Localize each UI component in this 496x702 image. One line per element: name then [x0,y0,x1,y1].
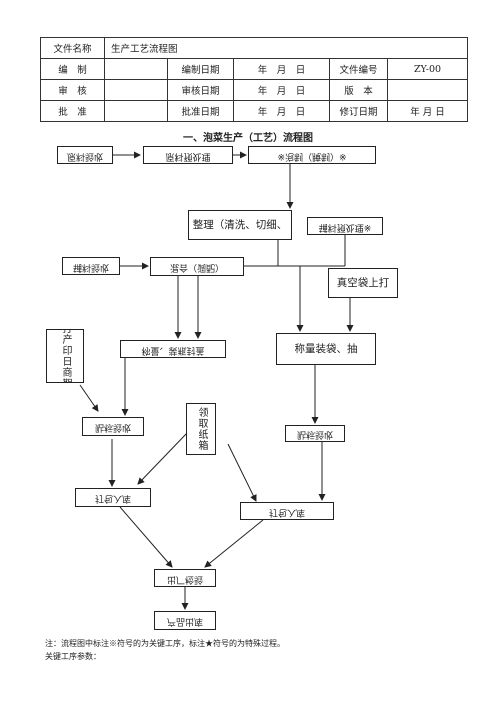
box-label-right: 贴标验收 [285,425,345,442]
box-pack-right: 打包入库 [240,502,334,520]
approver-label: 批 准 [40,100,105,122]
document-header-table: 文件名称 生产工艺流程图 编 制 编制日期 年 月 日 文件编号 ZY-00 审… [40,37,469,122]
arrow-print-to-label-left [79,384,99,412]
box-weigh-bag: 称量装袋、抽 [276,333,376,365]
box-vacuum-bag: 真空袋上打 [328,268,398,298]
box-print-date: 生打产印日商期标 [46,329,84,383]
arrow-pack-left-to-inspect [119,506,173,568]
header-row-approve: 批 准 批准日期 年 月 日 修订日期 年 月 日 [40,100,469,122]
box-pickle: ※泡制（腌制）※ [248,146,376,164]
box-trim: 整理（清洗、切细、 [188,210,292,240]
box-raw-acceptance: 原料验收 [57,146,113,164]
box-carton: 领取纸箱 [186,403,216,455]
note-line-1: 注：流程图中标注※符号的为关键工序，标注★符号的为特殊过程。 [45,639,285,648]
revision-date-label: 修订日期 [329,100,388,122]
box-mix: 混合（调配） [150,257,244,276]
arrow-carton-to-pack-left [137,431,189,485]
box-label-left: 贴标验收 [82,417,144,436]
note-line-2: 关键工序参数： [45,652,101,661]
box-accessory-accept: 辅料验收 [62,257,120,275]
arrow-carton-to-pack-right [227,443,257,502]
header-row-review: 审 核 审核日期 年 月 日 版 本 [40,79,469,101]
box-weigh-seal: 称量、装瓶封盖 [120,340,226,358]
box-out-inspect: 出厂检验 [154,569,216,587]
flowchart-title: 一、泡菜生产（工艺）流程图 [183,133,313,144]
box-raw-pretreat: 原料预处理 [143,146,233,164]
approve-date-value: 年 月 日 [233,100,330,122]
box-pack-left: 打包入库 [75,488,151,507]
box-product-out: 产品出库 [154,611,216,630]
box-auxiliary: 辅料预处理※ [307,217,383,235]
revision-date-value: 年 月 日 [386,100,469,122]
arrow-pack-right-to-inspect [204,519,264,568]
